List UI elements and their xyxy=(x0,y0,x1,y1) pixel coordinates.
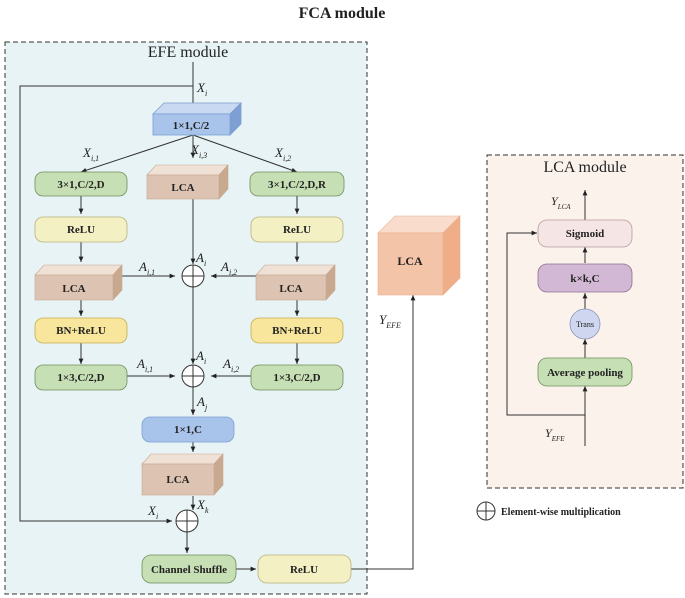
label-a-i2-first: Ai,2 xyxy=(220,259,237,277)
label-y-lca: YLCA xyxy=(551,194,571,211)
label-x-i2: Xi,2 xyxy=(274,145,291,163)
label-a-i-second: Ai xyxy=(195,348,206,366)
conv-3x1-left-block xyxy=(34,171,128,197)
relu-right-label: ReLU xyxy=(283,224,311,236)
lca-cube: LCA xyxy=(377,215,461,296)
mult-circle-2 xyxy=(181,364,205,388)
lca-mid-block: LCA xyxy=(146,164,229,200)
conv-1x1-c2-block: 1×1,C/2 xyxy=(152,102,242,136)
conv-3x1-right-label: 3×1,C/2,D,R xyxy=(268,179,327,191)
label-a-i1-second: Ai,1 xyxy=(136,356,153,374)
channel-shuffle-label: Channel Shuffle xyxy=(151,564,227,576)
conv-1x1-c-block xyxy=(141,416,235,443)
trans-circle xyxy=(569,308,601,340)
conv-3x1-left-label: 3×1,C/2,D xyxy=(57,179,104,191)
label-y-efe-lca: YEFE xyxy=(545,426,565,443)
label-a-i2-second: Ai,2 xyxy=(222,356,239,374)
conv-1x3-left-label: 1×3,C/2,D xyxy=(57,372,104,384)
relu-out-label: ReLU xyxy=(290,564,318,576)
bnrelu-left-block xyxy=(34,317,128,344)
kxk-block xyxy=(537,263,633,293)
label-a-j: Aj xyxy=(196,394,208,412)
relu-left-block xyxy=(34,216,128,243)
trans-label: Trans xyxy=(576,320,594,329)
efe-title: EFE module xyxy=(148,44,228,61)
label-a-i1-first: Ai,1 xyxy=(138,259,155,277)
bnrelu-right-label: BN+ReLU xyxy=(272,325,322,337)
label-x-i-bottom: Xi xyxy=(147,503,158,521)
lca-module-connectors xyxy=(506,190,588,446)
figure-title: FCA module xyxy=(299,5,386,22)
efe-connectors xyxy=(19,62,416,572)
lca-bottom-label: LCA xyxy=(166,474,189,486)
lca-left-block: LCA xyxy=(34,264,123,301)
relu-left-label: ReLU xyxy=(67,224,95,236)
legend-label: Element-wise multiplication xyxy=(501,507,621,518)
conv-1x1-c-label: 1×1,C xyxy=(174,424,202,436)
label-x-i3: Xi,3 xyxy=(190,142,207,160)
conv-1x1-c2-label: 1×1,C/2 xyxy=(173,120,210,132)
lca-cube-label: LCA xyxy=(397,254,423,268)
relu-right-block xyxy=(250,216,344,243)
lca-bottom-block: LCA xyxy=(141,453,224,496)
lca-left-label: LCA xyxy=(62,283,85,295)
sigmoid-label: Sigmoid xyxy=(566,228,605,240)
legend-mult-icon xyxy=(476,501,496,521)
label-x-i1: Xi,1 xyxy=(82,145,99,163)
lca-panel-title: LCA module xyxy=(543,159,626,176)
label-y-efe-middle: YEFE xyxy=(379,312,401,330)
mult-circle-3 xyxy=(175,509,199,533)
bnrelu-right-block xyxy=(250,317,344,344)
label-a-i-first: Ai xyxy=(195,250,206,268)
kxk-label: k×k,C xyxy=(570,273,599,285)
bnrelu-left-label: BN+ReLU xyxy=(56,325,106,337)
lca-right-block: LCA xyxy=(255,264,336,301)
lca-right-label: LCA xyxy=(279,283,302,295)
conv-1x3-right-label: 1×3,C/2,D xyxy=(273,372,320,384)
avg-pool-block xyxy=(537,357,633,387)
mult-circle-1 xyxy=(181,264,205,288)
label-x-i-top: Xi xyxy=(196,80,207,98)
conv-1x3-right-block xyxy=(250,364,344,391)
lca-mid-label: LCA xyxy=(171,182,194,194)
label-x-k: Xk xyxy=(196,497,209,515)
relu-out-block xyxy=(257,554,352,584)
conv-3x1-right-block xyxy=(249,171,345,197)
avg-pool-label: Average pooling xyxy=(547,367,623,379)
conv-1x3-left-block xyxy=(34,364,128,391)
channel-shuffle-block xyxy=(141,554,237,584)
sigmoid-block xyxy=(537,219,633,248)
